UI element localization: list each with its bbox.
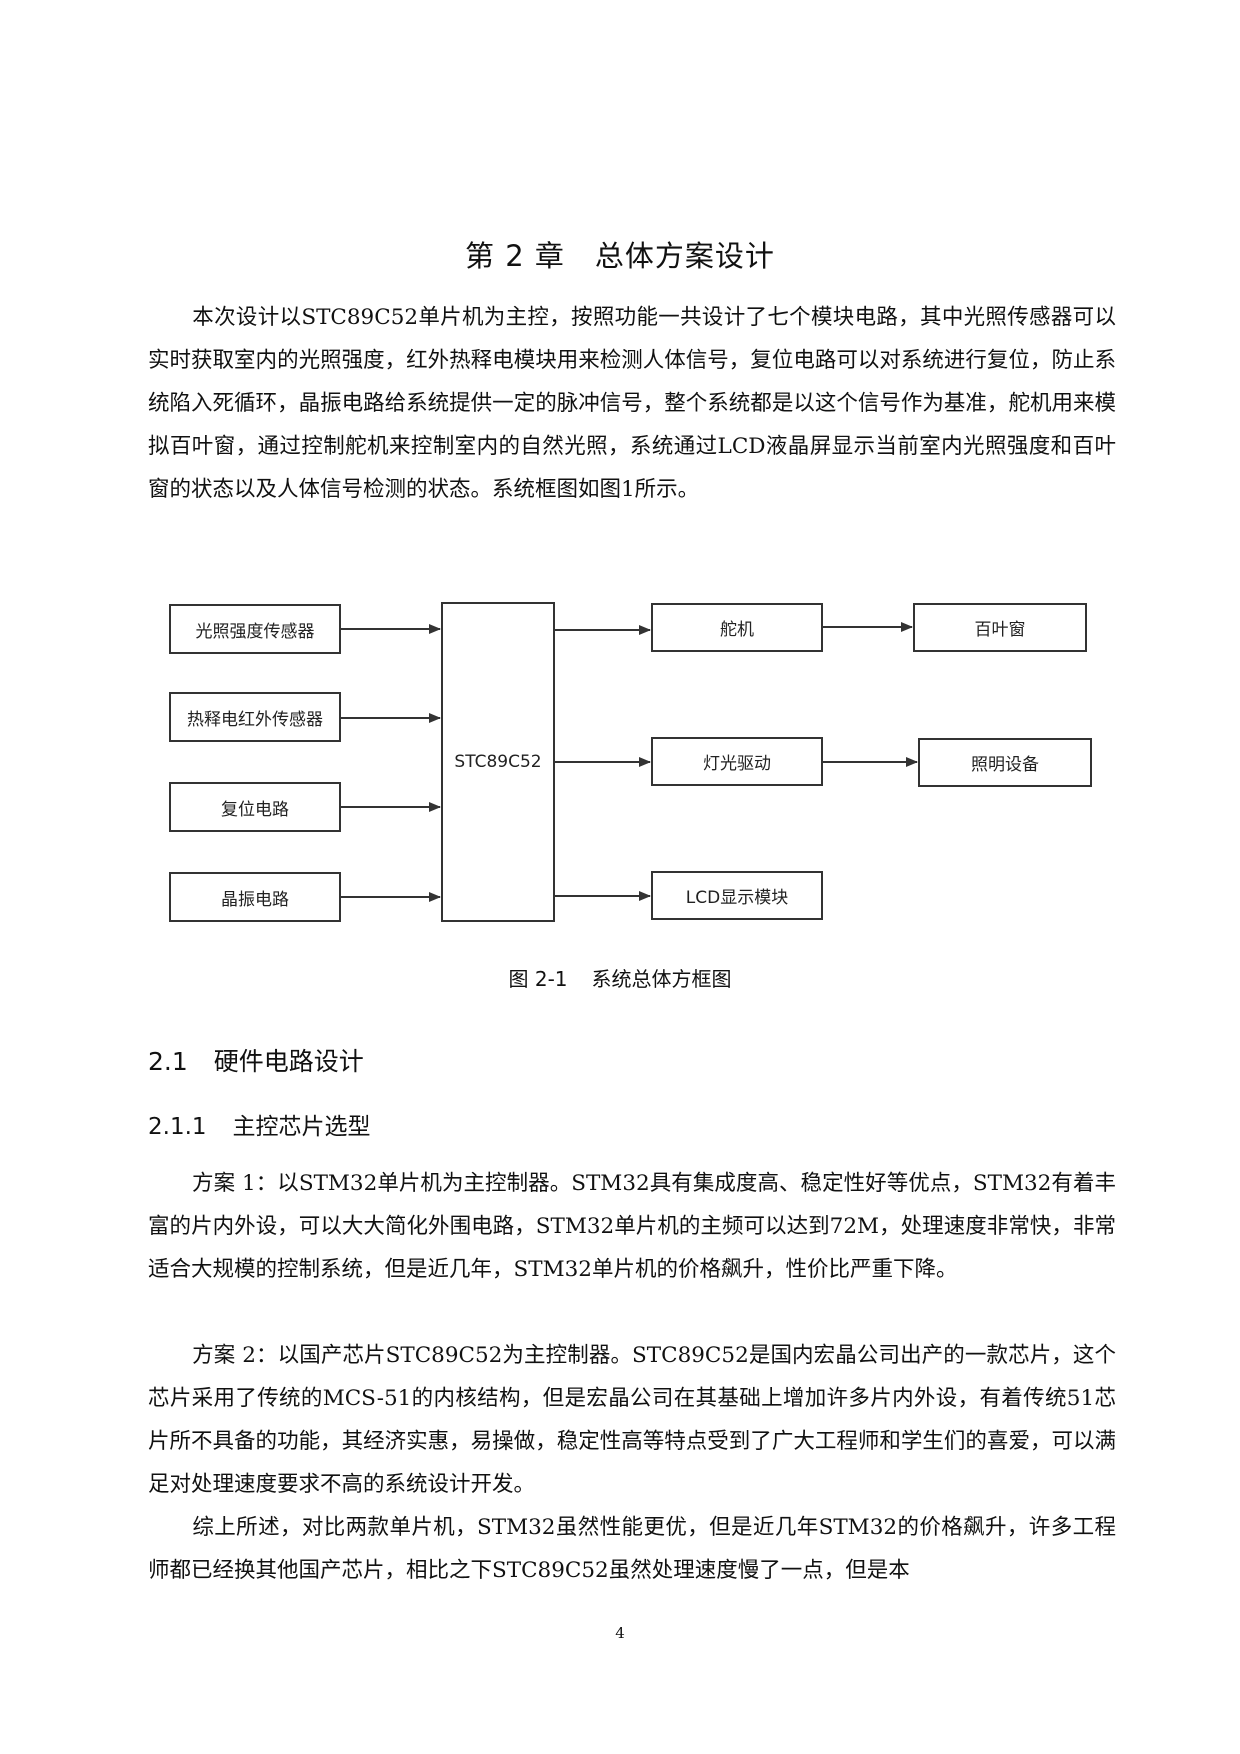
node-servo: 舵机 — [651, 603, 823, 652]
paragraph-text: 综上所述，对比两款单片机，STM32虽然性能更优，但是近几年STM32的价格飙升… — [148, 1515, 1116, 1583]
section-title: 硬件电路设计 — [213, 1047, 364, 1076]
paragraph-text: 方案 1：以STM32单片机为主控制器。STM32具有集成度高、稳定性好等优点，… — [148, 1171, 1116, 1282]
paragraph-option-2: 方案 2：以国产芯片STC89C52为主控制器。STC89C52是国内宏晶公司出… — [148, 1334, 1116, 1506]
node-pir-sensor: 热释电红外传感器 — [169, 692, 341, 742]
node-mcu-stc89c52: STC89C52 — [441, 602, 555, 922]
intro-paragraph: 本次设计以STC89C52单片机为主控，按照功能一共设计了七个模块电路，其中光照… — [148, 296, 1116, 511]
subsection-number: 2.1.1 — [148, 1114, 207, 1140]
node-lighting-equipment: 照明设备 — [918, 738, 1092, 787]
node-lcd-module: LCD显示模块 — [651, 871, 823, 920]
section-heading-2-1: 2.1 硬件电路设计 — [148, 1042, 364, 1078]
page-number: 4 — [615, 1624, 625, 1642]
subsection-title: 主控芯片选型 — [232, 1114, 371, 1140]
section-number: 2.1 — [148, 1047, 188, 1076]
section-heading-2-1-1: 2.1.1 主控芯片选型 — [148, 1107, 371, 1141]
node-crystal-circuit: 晶振电路 — [169, 872, 341, 922]
paragraph-conclusion: 综上所述，对比两款单片机，STM32虽然性能更优，但是近几年STM32的价格飙升… — [148, 1506, 1116, 1592]
paragraph-option-1: 方案 1：以STM32单片机为主控制器。STM32具有集成度高、稳定性好等优点，… — [148, 1162, 1116, 1291]
figure-caption-text: 系统总体方框图 — [591, 967, 732, 991]
figure-number: 图 2-1 — [508, 967, 568, 991]
node-reset-circuit: 复位电路 — [169, 782, 341, 832]
node-light-sensor: 光照强度传感器 — [169, 604, 341, 654]
paragraph-text: 方案 2：以国产芯片STC89C52为主控制器。STC89C52是国内宏晶公司出… — [148, 1343, 1116, 1497]
node-light-driver: 灯光驱动 — [651, 737, 823, 786]
chapter-title: 第 2 章 总体方案设计 — [465, 239, 775, 273]
node-blinds: 百叶窗 — [913, 603, 1087, 652]
intro-paragraph-text: 本次设计以STC89C52单片机为主控，按照功能一共设计了七个模块电路，其中光照… — [148, 305, 1116, 502]
figure-caption: 图 2-1 系统总体方框图 — [0, 963, 1240, 992]
